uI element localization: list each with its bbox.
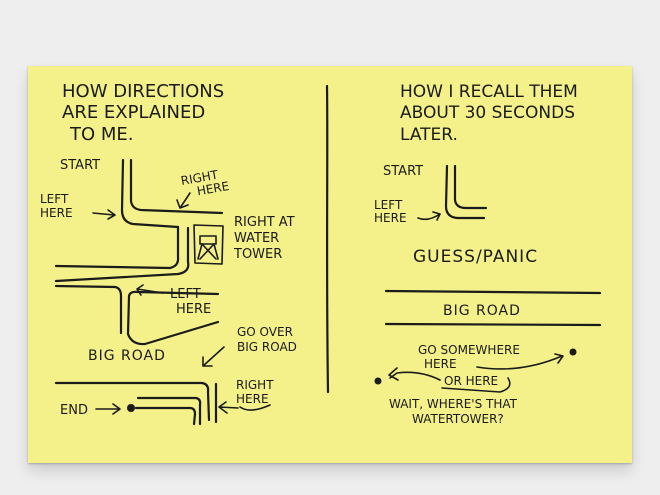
left-heading-line-3: to me. — [69, 124, 134, 145]
left-here-1-arrow-icon — [92, 209, 116, 220]
left-here-1-line-1: LEFT — [40, 192, 69, 206]
or-here-arrow-icon — [388, 367, 511, 393]
right-start-road-left-edge — [444, 164, 486, 220]
left-start-label: START — [60, 158, 100, 173]
left-second-road-bottom — [126, 290, 220, 336]
left-tower-road-inner — [54, 226, 190, 283]
sticky-note — [28, 66, 632, 463]
wait-where-line-2: WATERTOWER? — [412, 412, 504, 426]
end-dot-icon — [127, 404, 135, 412]
water-tower-box — [193, 224, 224, 265]
somewhere-dot-icon — [569, 348, 577, 356]
left-tower-road-edge — [54, 225, 180, 270]
right-heading-line-2: about 30 seconds — [400, 103, 575, 123]
right-left-here-arrow-icon — [417, 211, 441, 221]
go-somewhere-line-2: HERE — [424, 357, 457, 371]
right-heading-line-1: How I recall them — [400, 82, 578, 102]
end-label: END — [60, 403, 88, 418]
right-left-here-line-1: LEFT — [374, 198, 403, 212]
left-start-road-right-edge — [129, 158, 224, 215]
right-here-2-line-2: HERE — [236, 392, 269, 406]
left-here-2-line-2: HERE — [176, 302, 211, 317]
water-tower-icon — [197, 235, 219, 260]
left-second-road-top — [54, 284, 123, 335]
right-start-label: START — [383, 164, 423, 179]
left-big-road-label: BIG ROAD — [88, 348, 166, 364]
left-end-road-top — [54, 381, 211, 422]
tower-label-line-1: RIGHT AT — [234, 215, 295, 230]
or-here-label: OR HERE — [444, 374, 498, 388]
wait-where-line-1: WAIT, WHERE'S THAT — [389, 397, 518, 411]
left-heading-line-2: are explained — [62, 102, 205, 123]
guess-panic-label: GUESS/PANIC — [413, 247, 538, 267]
tower-label-line-3: TOWER — [233, 247, 282, 262]
left-here-2-arrow-icon — [136, 284, 164, 296]
or-here-dot-icon — [374, 377, 382, 385]
left-start-road-left-edge — [120, 158, 180, 229]
left-here-1-line-2: HERE — [40, 206, 73, 220]
left-end-road-mid — [136, 396, 202, 426]
big-road-bottom-line — [384, 322, 602, 327]
tower-label-line-2: WATER — [234, 231, 279, 246]
go-somewhere-arrow-icon — [476, 353, 564, 370]
left-heading-line-1: How directions — [62, 81, 224, 102]
end-arrow-icon — [95, 403, 121, 415]
right-here-2-arrow-icon — [218, 401, 271, 414]
left-here-2-line-1: LEFT — [170, 287, 201, 302]
center-divider — [325, 84, 330, 394]
right-heading-line-3: later. — [400, 125, 458, 145]
left-end-road-bottom — [134, 406, 197, 426]
right-here-1-line-2: HERE — [196, 179, 230, 198]
left-second-road-lower — [126, 320, 220, 346]
go-over-line-1: GO OVER — [237, 325, 293, 339]
go-over-arrow-icon — [202, 346, 225, 367]
right-here-1-arrow-icon — [176, 192, 191, 209]
go-somewhere-line-1: GO SOMEWHERE — [418, 343, 520, 357]
right-left-here-line-2: HERE — [374, 211, 407, 225]
right-here-1-line-1: RIGHT — [180, 168, 220, 188]
go-over-line-2: BIG ROAD — [237, 340, 297, 354]
right-here-2-line-1: RIGHT — [236, 378, 274, 392]
right-big-road-label: BIG ROAD — [443, 303, 521, 319]
big-road-top-line — [384, 289, 602, 295]
right-start-road-right-edge — [453, 164, 488, 210]
